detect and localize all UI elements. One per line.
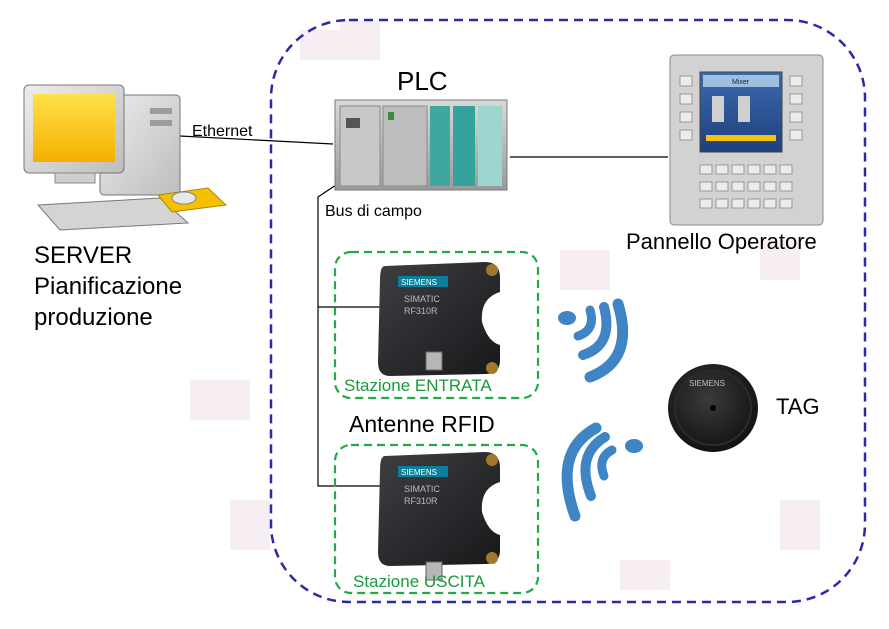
antennas-label: Antenne RFID xyxy=(349,411,495,437)
rfid-antenna-uscita-icon: SIEMENS SIMATIC RF310R xyxy=(378,452,500,581)
station-entrata-box xyxy=(333,250,540,400)
panel-screen-title: Mixer xyxy=(732,79,750,86)
rfid-tag-icon: SIEMENS xyxy=(668,364,758,452)
bus-line xyxy=(317,184,385,487)
server-label-line-2: Pianificazione xyxy=(34,273,182,300)
station-uscita-box xyxy=(333,443,540,595)
plc-device-icon xyxy=(334,99,508,191)
tag-brand: SIEMENS xyxy=(689,379,725,388)
antenna-entrata-brand: SIEMENS xyxy=(401,278,437,287)
operator-panel-icon: Mixer xyxy=(669,54,824,226)
server-computer-icon xyxy=(23,84,228,231)
radio-waves-uscita-icon xyxy=(561,422,643,522)
antenna-uscita-model-2: RF310R xyxy=(404,496,438,506)
bus-label: Bus di campo xyxy=(325,203,422,220)
antenna-uscita-brand: SIEMENS xyxy=(401,468,437,477)
panel-label: Pannello Operatore xyxy=(626,229,817,254)
background-pattern xyxy=(190,20,820,590)
server-label-line-1: SERVER xyxy=(34,242,132,269)
station-entrata-label: Stazione ENTRATA xyxy=(344,376,492,395)
server-label-line-3: produzione xyxy=(34,304,153,331)
ethernet-line xyxy=(179,135,334,145)
network-boundary xyxy=(269,18,867,604)
station-uscita-label: Stazione USCITA xyxy=(353,572,486,591)
ethernet-label: Ethernet xyxy=(192,123,253,140)
antenna-entrata-model-1: SIMATIC xyxy=(404,294,440,304)
rfid-antenna-entrata-icon: SIEMENS SIMATIC RF310R xyxy=(378,262,500,376)
plc-label: PLC xyxy=(397,66,448,96)
antenna-entrata-model-2: RF310R xyxy=(404,306,438,316)
radio-waves-entrata-icon xyxy=(558,298,629,383)
tag-label: TAG xyxy=(776,394,820,419)
connections xyxy=(179,135,668,487)
antenna-uscita-model-1: SIMATIC xyxy=(404,484,440,494)
